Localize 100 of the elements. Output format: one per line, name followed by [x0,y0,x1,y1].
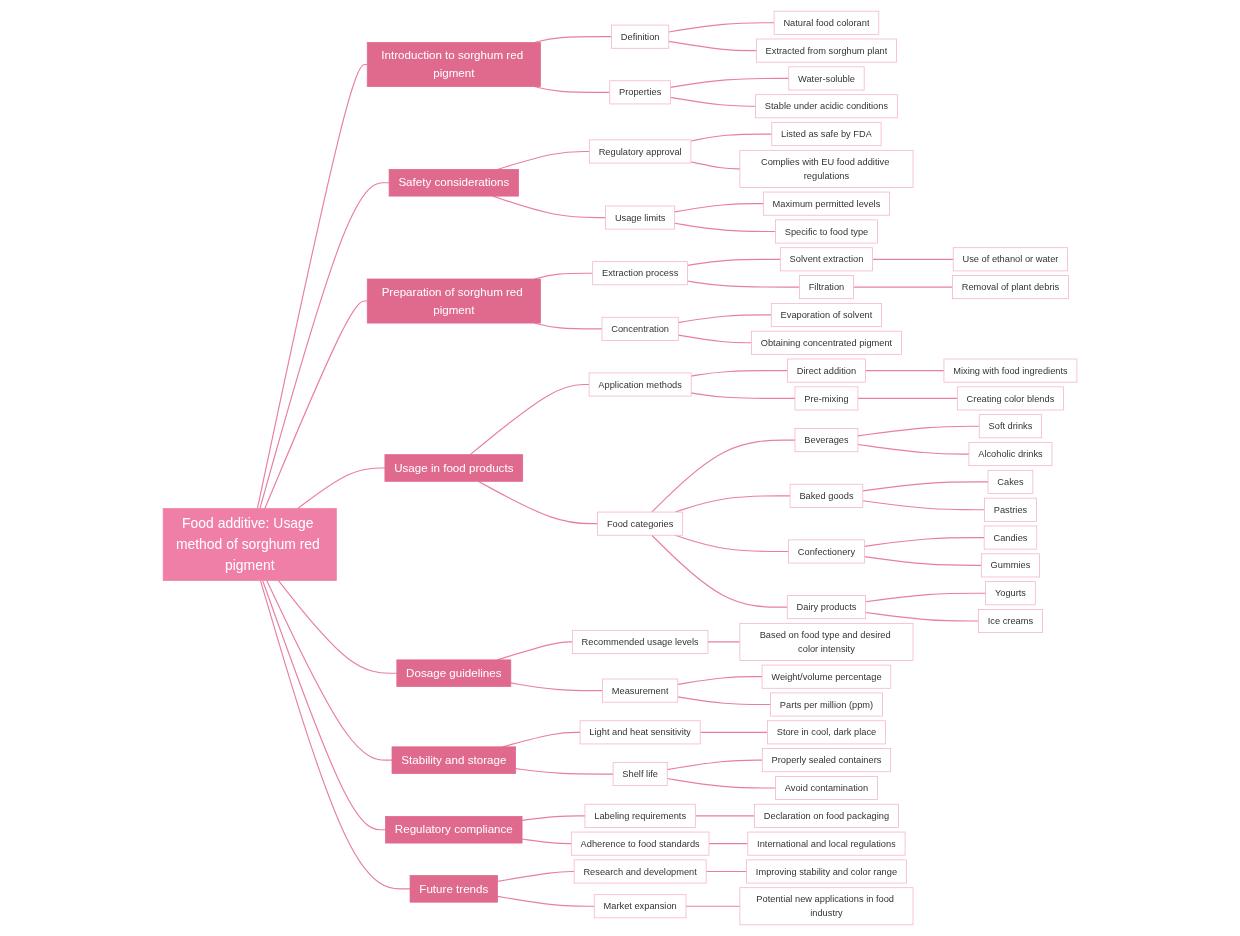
node-box: Dosage guidelines [396,659,512,687]
connector [521,838,572,845]
node-box: Research and development [573,859,707,884]
connector [651,439,796,513]
node-box: Confectionery [788,539,865,564]
node-box: Filtration [798,275,854,300]
node-box: Labeling requirements [584,803,696,828]
node-box: Water-soluble [788,66,865,91]
node-box: Extraction process [592,261,688,286]
node-box: Application methods [588,372,692,397]
node-box: Solvent extraction [779,247,873,272]
connector [677,314,772,324]
node-box: Beverages [794,428,859,453]
connector [707,641,741,643]
node-box: Pastries [983,497,1037,522]
node-box: Future trends [409,875,498,903]
connector [264,300,368,510]
node-box: Ice creams [978,609,1043,633]
node-box: Definition [611,24,670,49]
node-box: Complies with EU food additive regulations [739,149,914,188]
node-box: Soft drinks [978,414,1042,439]
node-box: Declaration on food packaging [754,803,899,828]
connector [651,534,788,608]
node-box: Stable under acidic conditions [755,94,898,119]
connector [871,258,954,260]
node-box: Extracted from sorghum plant [755,38,897,63]
node-box: Recommended usage levels [571,629,709,654]
node-box: Candies [983,525,1038,550]
connector [514,768,614,775]
connector [690,370,789,377]
connector [863,536,985,547]
node-box: Mixing with food ingredients [943,358,1078,383]
connector [297,467,386,510]
node-box: Preparation of sorghum red pigment [366,278,541,324]
node-box: Listed as safe by FDA [771,122,882,147]
node-box: Improving stability and color range [746,859,907,884]
node-box: Food additive: Usage method of sorghum red pigment [162,508,337,581]
connector [677,676,763,685]
connector [690,392,796,399]
node-box: Properly sealed containers [761,748,891,773]
node-box: International and local regulations [747,831,906,856]
connector [477,480,599,525]
node-box: Measurement [602,678,679,703]
connector [857,443,970,455]
node-box: Shelf life [612,762,668,787]
connector [705,870,748,873]
connector [277,579,398,674]
connector [668,22,775,33]
node-box: Maximum permitted levels [762,191,890,216]
node-box: Potential new applications in food industry [739,887,914,926]
connector [864,611,979,622]
connector [261,579,387,831]
node-box: Cakes [987,469,1034,494]
connector [669,96,757,107]
connector [852,286,953,288]
connector [256,63,368,510]
node-box: Properties [609,80,671,105]
connector [669,77,790,88]
connector [686,258,781,266]
node-box: Parts per million (ppm) [770,692,883,717]
connector [521,815,586,821]
connector [863,556,982,566]
connector [699,731,768,733]
node-box: Avoid contamination [775,776,878,800]
node-box: Dairy products [786,595,866,620]
connector [666,759,763,771]
node-box: Alcoholic drinks [968,442,1053,467]
connector [259,182,390,510]
node-box: Concentration [601,316,679,341]
connector [266,579,393,761]
connector [686,280,800,288]
connector [690,161,741,170]
connector [510,682,603,692]
node-box: Direct addition [787,358,866,383]
connector [674,203,764,213]
node-box: Introduction to sorghum red pigment [366,42,541,87]
node-box: Evaporation of solvent [770,302,882,327]
node-box: Weight/volume percentage [761,664,892,689]
node-box: Food categories [597,511,683,536]
node-box: Based on food type and desired color intensity [739,622,914,661]
node-box: Gummies [980,553,1040,578]
connector [685,905,741,907]
node-box: Pre-mixing [794,386,859,411]
connector [674,222,776,233]
node-box: Adherence to food standards [570,831,710,856]
node-box: Usage in food products [384,454,523,482]
connector [864,370,945,372]
node-box: Removal of plant debris [952,275,1069,300]
node-box: Specific to food type [774,219,878,244]
connector [259,579,411,890]
connector [864,592,987,603]
node-box: Regulatory approval [588,139,692,164]
node-box: Store in cool, dark place [766,720,886,745]
node-box: Light and heat sensitivity [579,720,701,745]
node-box: Obtaining concentrated pigment [750,330,902,355]
connector [690,133,773,142]
connector [496,870,575,882]
connector [677,334,752,344]
node-box: Baked goods [789,483,864,508]
node-box: Creating color blends [956,386,1064,411]
